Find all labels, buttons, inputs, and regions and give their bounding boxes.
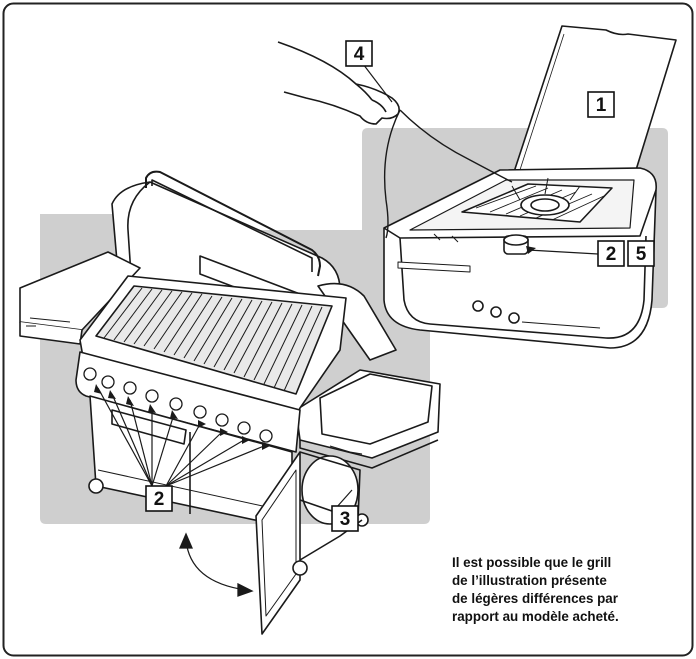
svg-text:1: 1 <box>596 95 607 116</box>
callout-2-knobs: 2 <box>145 485 173 512</box>
gas-hose <box>383 109 513 239</box>
hand-illustration <box>277 41 400 125</box>
disclaimer-note: Il est possible que le grill de l’illust… <box>452 554 688 626</box>
svg-text:3: 3 <box>340 509 351 530</box>
lid-handle <box>145 170 321 277</box>
svg-text:2: 2 <box>606 244 617 265</box>
callout-3: 3 <box>331 505 359 532</box>
note-line-2: de l’illustration présente <box>452 573 607 588</box>
callout-2-side: 2 <box>597 240 625 267</box>
note-line-4: rapport au modèle acheté. <box>452 609 619 624</box>
note-line-1: Il est possible que le grill <box>452 555 612 570</box>
leader-lines <box>97 59 599 509</box>
leader-arrowheads <box>94 246 536 450</box>
callout-4: 4 <box>345 40 373 67</box>
cabinet-door <box>255 451 301 635</box>
door-swing-arrow <box>179 532 254 597</box>
callout-1: 1 <box>587 91 615 118</box>
caster-wheel <box>88 478 104 494</box>
svg-text:2: 2 <box>154 489 165 510</box>
control-knobs <box>83 367 273 443</box>
note-line-3: de légères différences par <box>452 591 618 606</box>
callout-5: 5 <box>627 240 655 267</box>
svg-text:5: 5 <box>636 244 647 265</box>
svg-text:4: 4 <box>354 44 365 65</box>
main-grill <box>19 170 441 635</box>
cooking-grate <box>95 285 333 395</box>
